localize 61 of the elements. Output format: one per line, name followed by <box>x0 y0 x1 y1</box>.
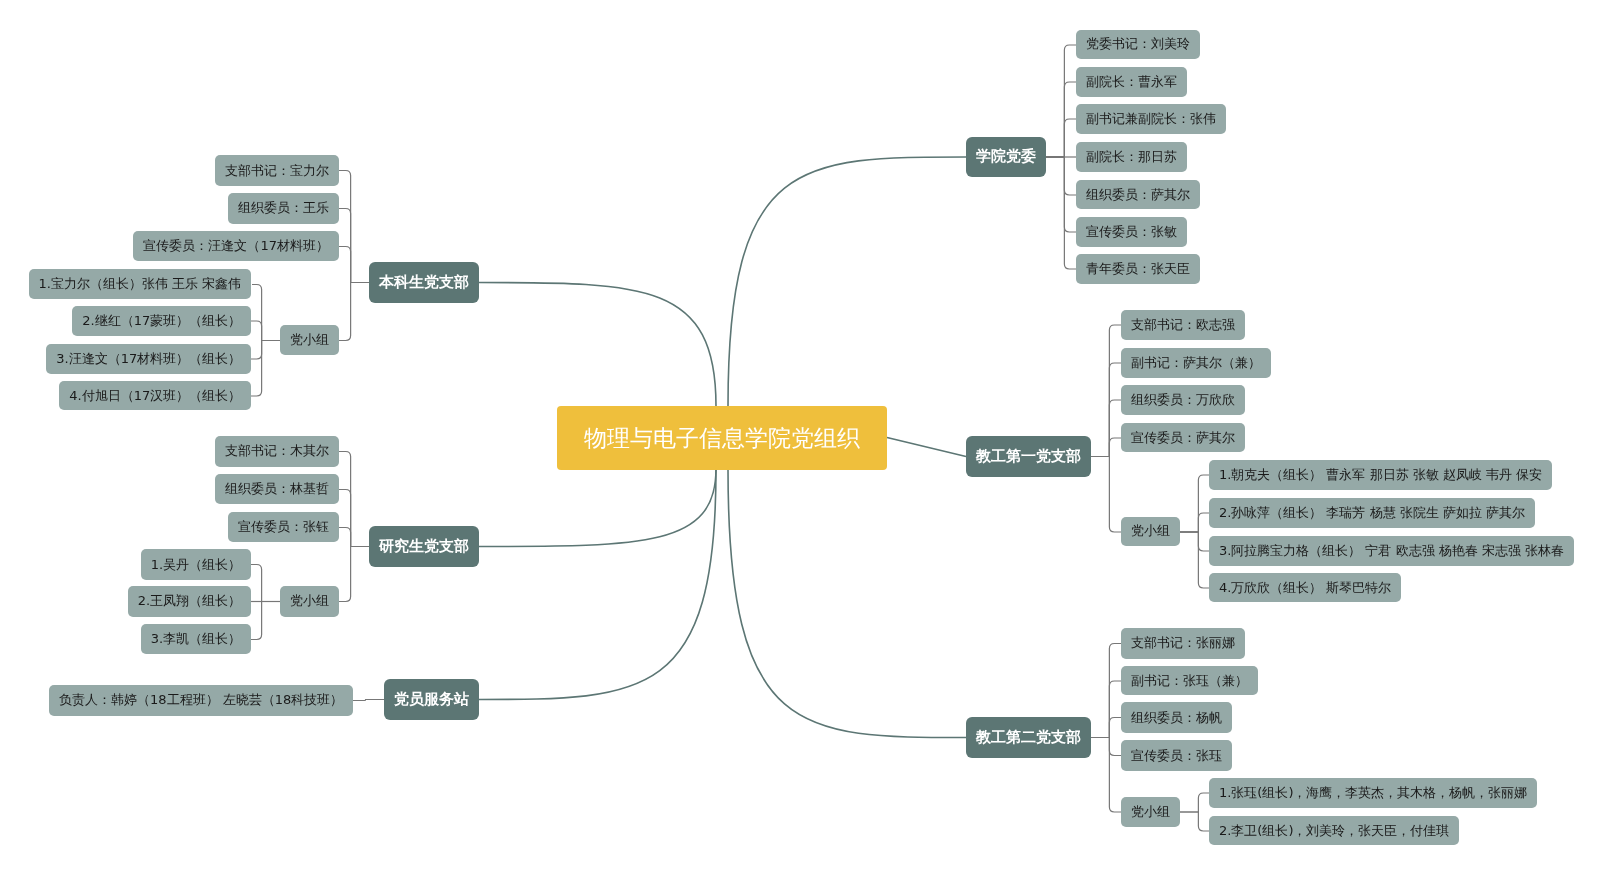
branch-box: 研究生党支部 <box>368 525 479 567</box>
topic-box: 1.宝力尔（组长）张伟 王乐 宋鑫伟 <box>28 268 252 300</box>
topic-box: 负责人：韩婷（18工程班） 左晓芸（18科技班） <box>49 685 354 716</box>
connector-line <box>250 600 281 641</box>
topic-box: 1.朝克夫（组长） 曹永军 那日苏 张敏 赵凤岐 韦丹 保安 <box>1208 460 1553 491</box>
topic-box: 4.万欣欣（组长） 斯琴巴特尔 <box>1208 572 1402 603</box>
topic-box: 组织委员：林基哲 <box>215 473 339 505</box>
connector-line <box>727 468 967 739</box>
topic-box: 青年委员：张天臣 <box>1076 254 1201 284</box>
topic-box: 组织委员：万欣欣 <box>1121 384 1246 415</box>
topic-box: 3.汪逢文（17材料班）（组长） <box>46 344 252 374</box>
central-topic-box: 物理与电子信息学院党组织 <box>557 406 888 470</box>
topic-box: 组织委员：杨帆 <box>1121 702 1233 734</box>
topic-box: 支部书记：宝力尔 <box>215 155 339 186</box>
topic-box: 副院长：那日苏 <box>1076 141 1188 172</box>
topic-box: 支部书记：张丽娜 <box>1121 627 1246 659</box>
topic-box: 支部书记：欧志强 <box>1121 310 1246 340</box>
branch-box: 党员服务站 <box>383 679 479 720</box>
branch-box: 教工第二党支部 <box>965 716 1091 758</box>
topic-box: 党小组 <box>1121 516 1181 547</box>
connector-line <box>1090 736 1122 813</box>
topic-box: 党小组 <box>280 324 339 356</box>
topic-box: 副书记：张珏（兼） <box>1121 665 1259 696</box>
connector-line <box>338 545 370 603</box>
topic-box: 党委书记：刘美玲 <box>1076 29 1201 60</box>
connector-line <box>1179 811 1210 832</box>
topic-box: 组织委员：王乐 <box>228 192 339 224</box>
connector-line <box>727 156 967 407</box>
branch-box: 学院党委 <box>965 136 1046 177</box>
topic-box: 副院长：曹永军 <box>1076 67 1188 97</box>
connector-line <box>338 281 370 342</box>
branch-box: 教工第一党支部 <box>965 436 1091 477</box>
branch-box: 本科生党支部 <box>368 262 479 304</box>
topic-box: 宣传委员：张钰 <box>228 511 339 543</box>
connector-line <box>352 698 385 702</box>
topic-box: 宣传委员：张敏 <box>1076 217 1188 248</box>
topic-box: 党小组 <box>280 586 339 617</box>
topic-box: 副书记：萨其尔（兼） <box>1121 348 1272 378</box>
connector-line <box>478 468 717 701</box>
topic-box: 宣传委员：汪逢文（17材料班） <box>133 230 339 262</box>
connector-line <box>1179 531 1210 589</box>
connector-line <box>1090 455 1122 533</box>
topic-box: 2.继红（17蒙班）（组长） <box>72 306 252 336</box>
connector-line <box>1045 156 1077 270</box>
connector-line <box>250 339 281 397</box>
topic-box: 宣传委员：萨其尔 <box>1121 422 1246 453</box>
topic-box: 副书记兼副院长：张伟 <box>1076 104 1227 134</box>
topic-box: 1.张珏(组长)，海鹰，李英杰，其木格，杨帆，张丽娜 <box>1208 778 1538 808</box>
topic-box: 4.付旭日（17汉班）（组长） <box>59 380 252 411</box>
topic-box: 3.阿拉腾宝力格（组长） 宁君 欧志强 杨艳春 宋志强 张林春 <box>1208 536 1574 566</box>
topic-box: 3.李凯（组长） <box>140 623 252 655</box>
connector-line <box>886 436 967 458</box>
topic-box: 2.李卫(组长)，刘美玲，张天臣，付佳琪 <box>1208 815 1460 846</box>
topic-box: 宣传委员：张珏 <box>1121 740 1233 771</box>
topic-box: 支部书记：木其尔 <box>215 436 339 467</box>
topic-box: 1.吴丹（组长） <box>140 549 252 580</box>
topic-box: 党小组 <box>1121 797 1181 828</box>
topic-box: 2.孙咏萍（组长） 李瑞芳 杨慧 张院生 萨如拉 萨其尔 <box>1208 498 1535 528</box>
topic-box: 组织委员：萨其尔 <box>1076 179 1201 210</box>
topic-box: 2.王凤翔（组长） <box>127 586 252 617</box>
connector-line <box>478 281 717 407</box>
